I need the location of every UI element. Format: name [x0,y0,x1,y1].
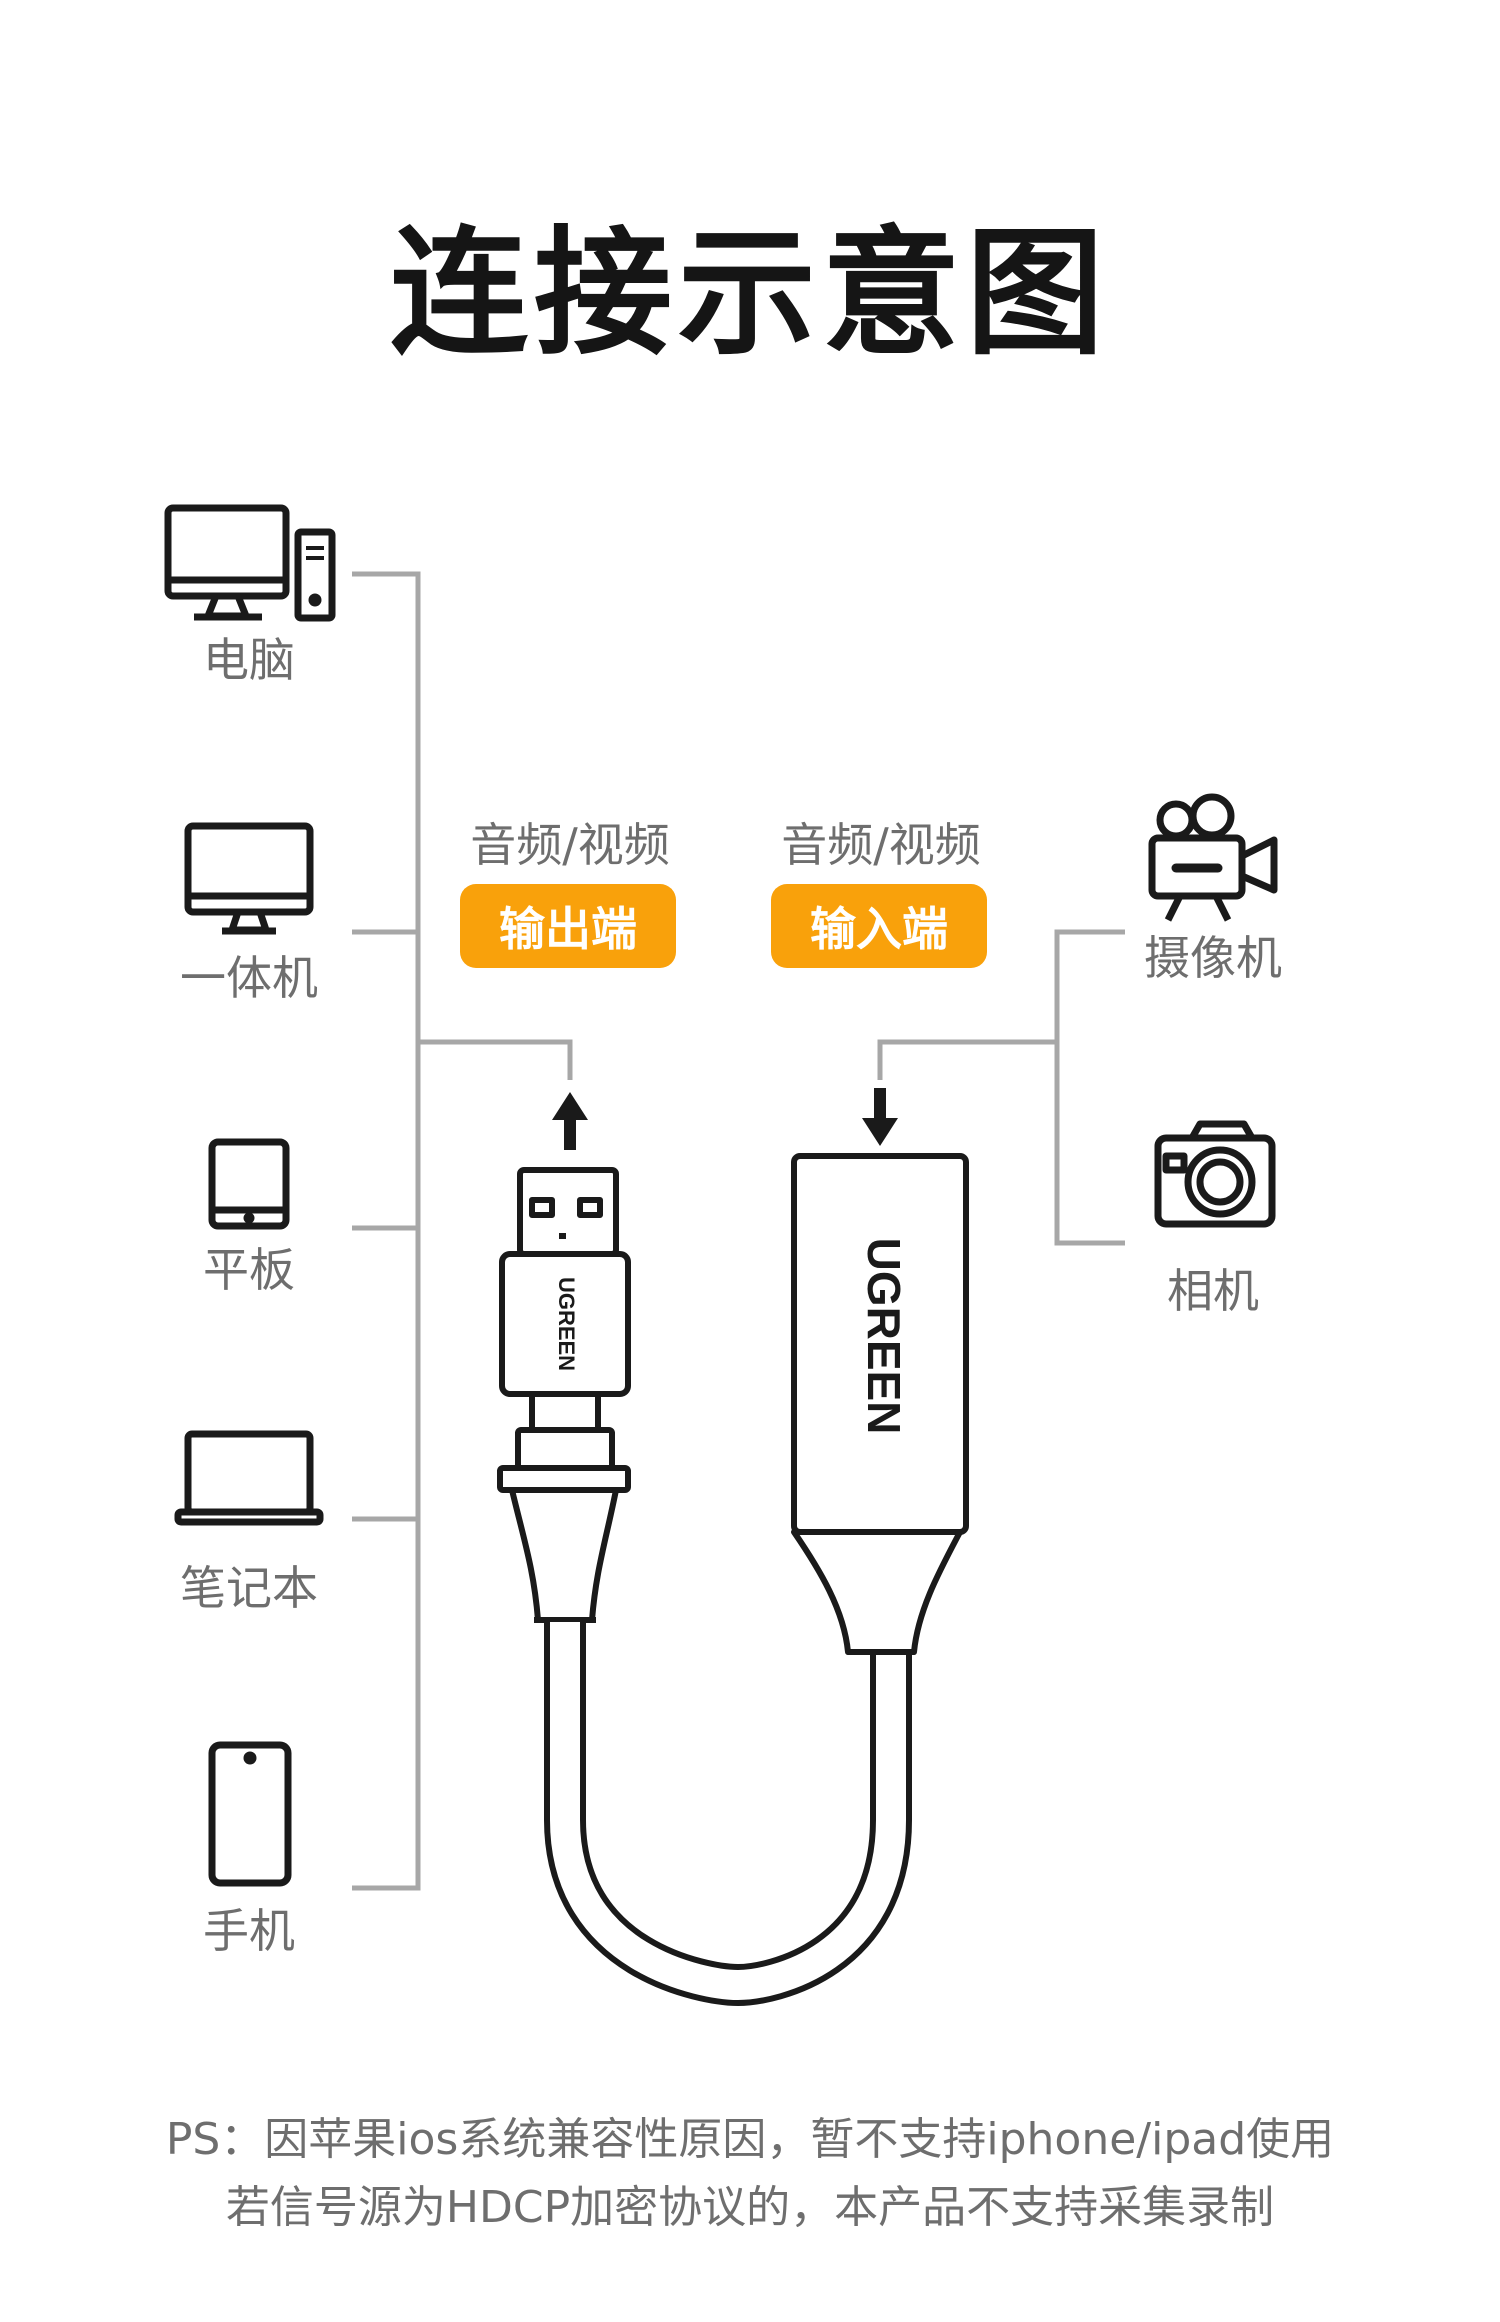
device-label-all-in-one: 一体机 [180,951,318,1005]
output-arrow-icon [552,1092,588,1150]
phone-icon [208,1741,292,1887]
camera-icon [1154,1120,1276,1228]
adapter-brand: UGREEN [858,1238,910,1435]
tablet-icon [208,1138,290,1230]
output-port-badge: 输出端 [460,884,676,968]
right-connector-lines [877,929,1125,1246]
desktop-pc-icon [164,504,336,622]
device-label-video-camera: 摄像机 [1144,931,1282,985]
usb-output-plug [497,1167,631,1623]
device-label-laptop: 笔记本 [180,1561,318,1615]
hdcp-note: 若信号源为HDCP加密协议的，本产品不支持采集录制 [225,2182,1275,2233]
hdmi-input-adapter [791,1153,969,1655]
device-label-camera: 相机 [1167,1264,1259,1318]
page-title: 连接示意图 [389,213,1110,374]
video-camera-icon [1148,793,1278,922]
input-arrow-icon [862,1088,898,1146]
laptop-icon [174,1430,324,1526]
device-label-computer: 电脑 [203,633,295,687]
compatibility-note: PS：因苹果ios系统兼容性原因，暂不支持iphone/ipad使用 [165,2114,1335,2165]
left-connector-lines [352,571,573,1891]
input-port-badge: 输入端 [771,884,987,968]
input-port-caption: 音频/视频 [781,818,981,872]
device-label-tablet: 平板 [203,1243,295,1297]
usb-plug-brand: UGREEN [554,1277,579,1371]
device-label-phone: 手机 [203,1904,295,1958]
all-in-one-icon [184,822,314,935]
output-port-caption: 音频/视频 [470,818,670,872]
